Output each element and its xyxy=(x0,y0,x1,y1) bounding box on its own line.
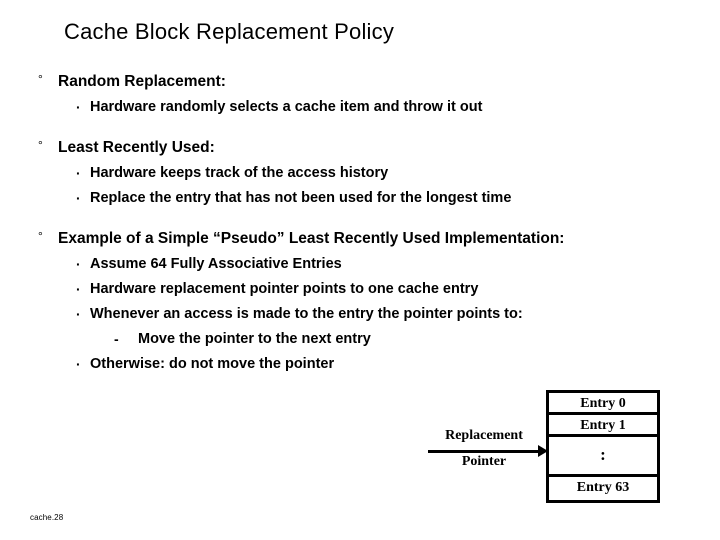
bullet-marker-dot-icon: · xyxy=(76,165,81,181)
page-title: Cache Block Replacement Policy xyxy=(64,19,395,44)
bullet-marker-dot-icon: · xyxy=(76,99,81,115)
cache-entry-table: Entry 0 Entry 1 : Entry 63 xyxy=(546,390,660,503)
bullet-item-level2: · Assume 64 Fully Associative Entries xyxy=(76,252,720,277)
bullet-marker-dot-icon: · xyxy=(76,306,81,322)
bullet-text: Random Replacement: xyxy=(58,73,226,90)
bullet-text: Least Recently Used: xyxy=(58,139,215,156)
bullet-list: ° Random Replacement: · Hardware randoml… xyxy=(0,68,720,377)
replacement-pointer-label-line1: Replacement xyxy=(445,428,523,443)
slide-footer-tag: cache.28 xyxy=(30,513,64,522)
bullet-item-level3: - Move the pointer to the next entry xyxy=(114,327,720,352)
bullet-text: Hardware randomly selects a cache item a… xyxy=(90,99,483,115)
bullet-text: Example of a Simple “Pseudo” Least Recen… xyxy=(58,230,565,247)
bullet-item-level2: · Hardware randomly selects a cache item… xyxy=(76,95,720,120)
pointer-arrow-head-icon xyxy=(538,445,548,457)
bullet-item-level1: ° Example of a Simple “Pseudo” Least Rec… xyxy=(38,225,720,252)
pointer-arrow-shaft-icon xyxy=(428,450,540,453)
table-row: Entry 0 xyxy=(549,393,657,415)
bullet-text: Move the pointer to the next entry xyxy=(138,331,371,347)
replacement-pointer-label-line2: Pointer xyxy=(461,454,507,469)
bullet-item-level2: · Otherwise: do not move the pointer xyxy=(76,352,720,377)
bullet-marker-dot-icon: · xyxy=(76,256,81,272)
bullet-text: Otherwise: do not move the pointer xyxy=(90,356,335,372)
bullet-item-level2: · Whenever an access is made to the entr… xyxy=(76,302,720,327)
bullet-text: Hardware keeps track of the access histo… xyxy=(90,165,389,181)
bullet-item-level1: ° Least Recently Used: xyxy=(38,134,720,161)
bullet-text: Assume 64 Fully Associative Entries xyxy=(90,256,342,272)
table-row: Entry 63 xyxy=(576,480,630,495)
bullet-item-level2: · Replace the entry that has not been us… xyxy=(76,186,720,211)
bullet-text: Replace the entry that has not been used… xyxy=(90,190,512,206)
bullet-marker-degree-icon: ° xyxy=(38,229,43,243)
replacement-pointer-diagram: Replacement Pointer Entry 0 Entry 1 : En… xyxy=(420,386,680,510)
section-spacer xyxy=(0,211,720,225)
bullet-marker-dot-icon: · xyxy=(76,356,81,372)
bullet-item-level2: · Hardware replacement pointer points to… xyxy=(76,277,720,302)
bullet-marker-degree-icon: ° xyxy=(38,72,43,86)
bullet-text: Whenever an access is made to the entry … xyxy=(90,306,523,322)
bullet-marker-dot-icon: · xyxy=(76,281,81,297)
bullet-marker-dash-icon: - xyxy=(114,331,119,347)
bullet-item-level2: · Hardware keeps track of the access his… xyxy=(76,161,720,186)
table-row: Entry 1 xyxy=(549,415,657,437)
table-row-ellipsis: : xyxy=(549,437,657,477)
bullet-text: Hardware replacement pointer points to o… xyxy=(90,281,479,297)
bullet-item-level1: ° Random Replacement: xyxy=(38,68,720,95)
bullet-marker-dot-icon: · xyxy=(76,190,81,206)
bullet-marker-degree-icon: ° xyxy=(38,138,43,152)
section-spacer xyxy=(0,120,720,134)
